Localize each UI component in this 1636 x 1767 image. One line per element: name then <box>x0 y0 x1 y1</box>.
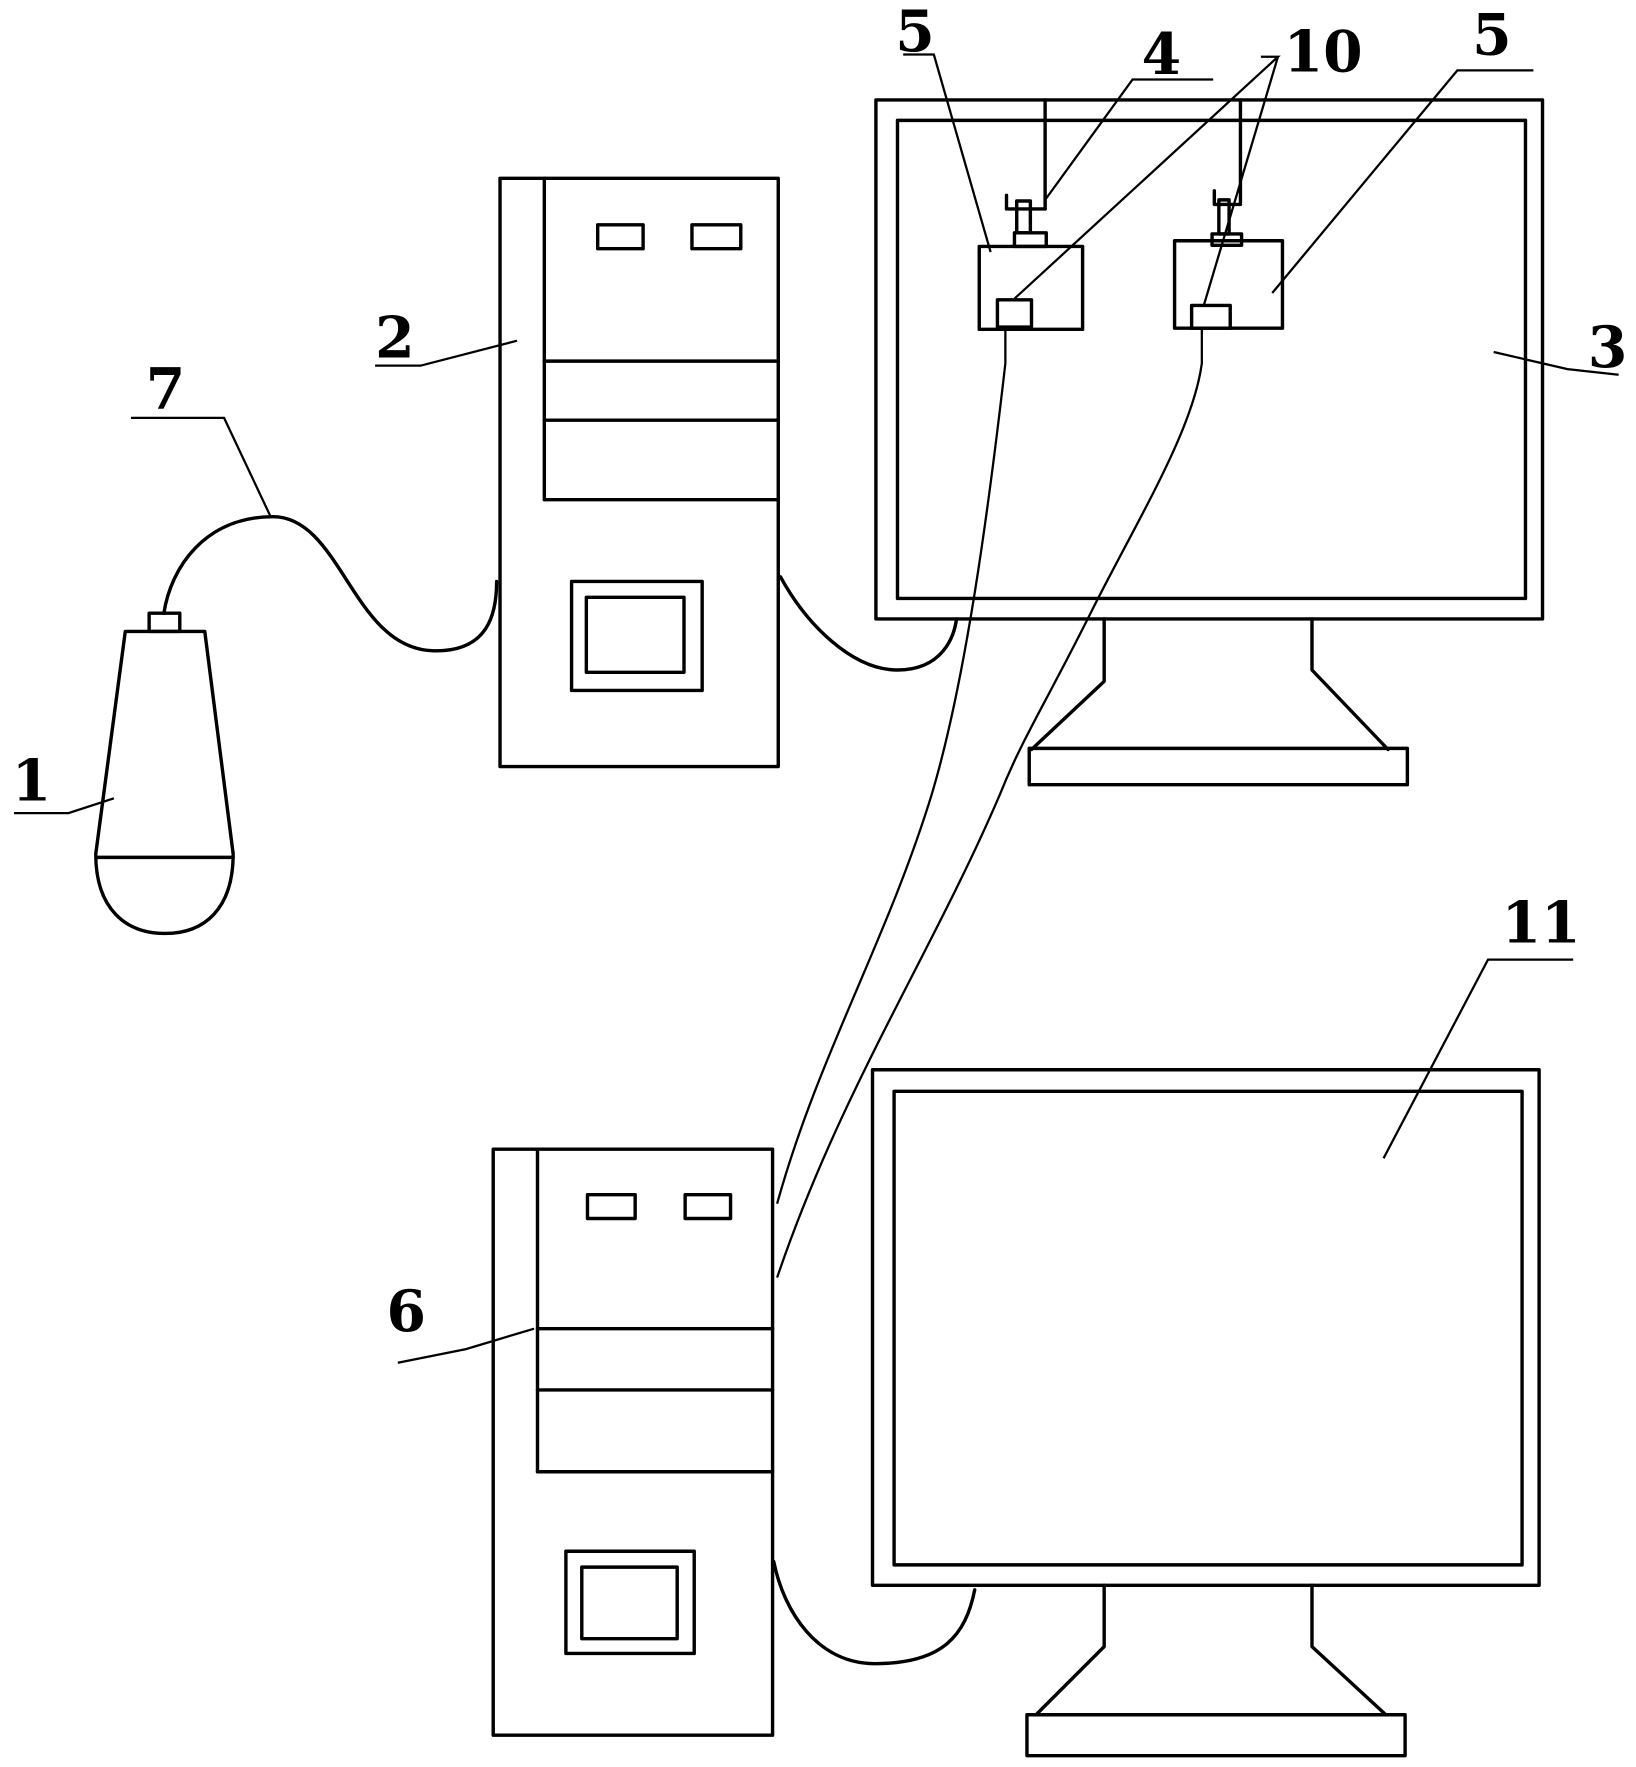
probe <box>94 611 235 936</box>
label-7: 7 <box>146 357 186 423</box>
lens-right <box>1189 303 1232 330</box>
drive-slot-2 <box>690 223 743 251</box>
secondary-monitor <box>870 1068 1541 1758</box>
cable-probe-to-host <box>162 514 499 653</box>
lens-left <box>995 298 1034 329</box>
cable-camera-left <box>776 329 1007 1205</box>
camera-right <box>1172 98 1285 330</box>
cable-computer-to-monitor <box>772 1559 977 1666</box>
label-4: 4 <box>1142 22 1182 88</box>
label-11: 11 <box>1502 891 1581 957</box>
label-5-right: 5 <box>1472 3 1512 69</box>
label-3: 3 <box>1588 315 1628 381</box>
label-10: 10 <box>1284 20 1363 86</box>
cable-host-to-monitor <box>778 575 959 672</box>
camera-left <box>977 98 1085 332</box>
host-computer <box>498 176 780 769</box>
label-6: 6 <box>386 1279 426 1345</box>
label-5-left: 5 <box>895 0 935 65</box>
label-1: 1 <box>12 749 52 815</box>
cable-camera-right <box>776 329 1203 1278</box>
secondary-computer <box>491 1147 775 1737</box>
label-2: 2 <box>375 306 415 372</box>
display-monitor <box>874 98 1545 787</box>
drive-slot-1 <box>595 223 645 251</box>
leader-lines <box>13 53 1619 1364</box>
